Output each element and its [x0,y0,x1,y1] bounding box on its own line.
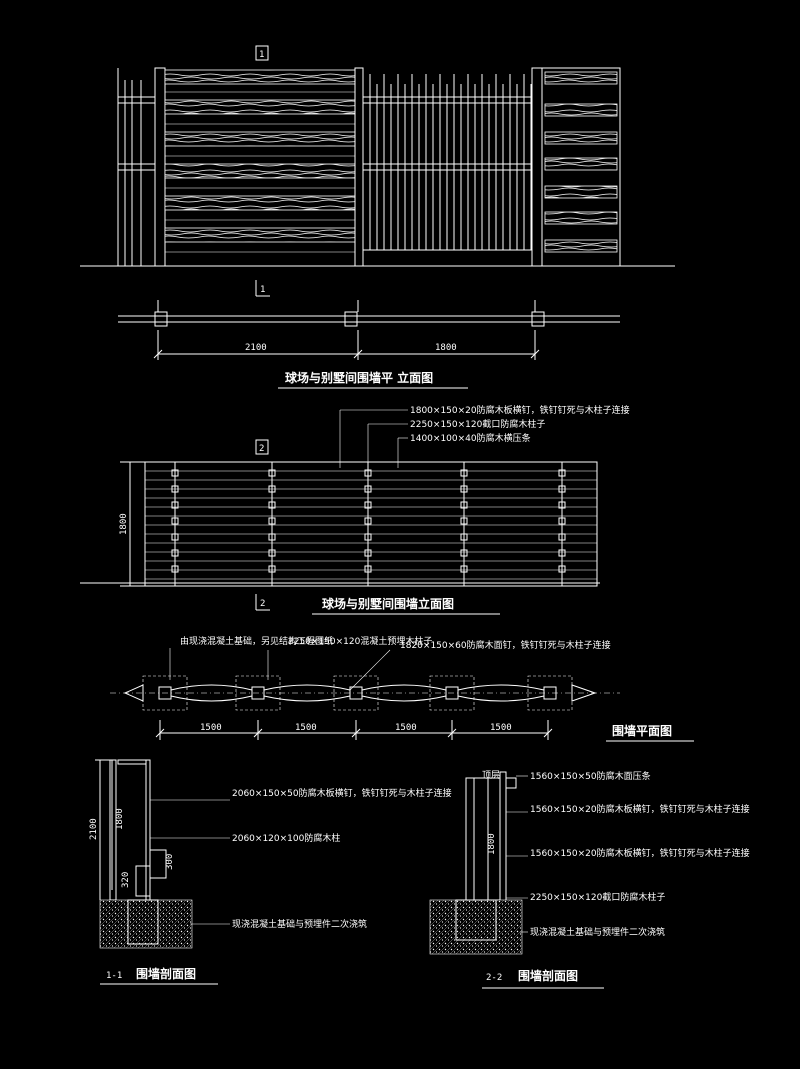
section-2-dim-1800: 1800 [487,833,497,855]
plan-posts [123,675,597,711]
section-1-1: 2100 1800 320 300 2060×150×50防腐木板横钉，铁钉钉死… [89,759,452,985]
plan-post [349,686,363,700]
plan-post-footing [429,675,475,711]
section-1-dim-300: 300 [165,854,175,870]
fence-post [531,67,543,267]
elevation-1-title: 球场与别墅间围墙平 立面图 [285,370,433,385]
section-1-dim-2100: 2100 [89,818,99,840]
section-marker-top-label: 1 [259,50,264,60]
plan-post-footing [333,675,379,711]
plan-dim-1: 1500 [200,723,222,733]
plan-post-footing [142,675,188,711]
picket-fence-middle [363,74,532,251]
section-2-note-2: 1560×150×20防腐木板横钉，铁钉钉死与木柱子连接 [530,803,750,815]
section-2-note-base: 现浇混凝土基础与预埋件二次浇筑 [530,926,665,938]
plan-title: 围墙平面图 [612,723,672,738]
elevation-2-title: 球场与别墅间围墙立面图 [322,596,454,611]
fence-plan: 由现浇混凝土基础，另见结构工程图纸 2250×150×120混凝土预埋木柱子 1… [110,635,694,742]
dim-1800: 1800 [435,343,457,353]
section-2-note-4: 2250×150×120截口防腐木柱子 [530,891,665,903]
plan-post [543,686,557,700]
section-2-title: 围墙剖面图 [518,968,578,983]
callout-board: 1800×150×20防腐木板横钉，铁钉钉死与木柱子连接 [410,404,630,416]
wood-panel-right [541,67,621,267]
plan-post [158,686,172,700]
section-2-note-3: 1560×150×20防腐木板横钉，铁钉钉死与木柱子连接 [530,847,750,859]
plan-note-foundation: 由现浇混凝土基础，另见结构工程图纸 [180,635,333,647]
plan-note-post: 2250×150×120混凝土预埋木柱子 [288,635,432,647]
elevation-2: 2 1800×150×20防腐木板横钉，铁钉钉死与木柱子连接 2250×150×… [80,404,630,615]
section-1-dim-320: 320 [121,872,131,888]
elevation-plan-strip [118,300,620,327]
section-1-title: 围墙剖面图 [136,966,196,981]
section-1-note-post: 2060×120×100防腐木柱 [232,832,340,844]
elevation-1-dims: 2100 1800 [153,330,540,360]
section-2-post [465,777,475,901]
section-1-foundation [99,899,193,949]
callout-batten: 1400×100×40防腐木横压条 [410,432,531,444]
plan-post [445,686,459,700]
section-2-tag: 2-2 [486,973,502,983]
section-2-2: 顶层 1800 1560×150×50防腐木面压条 1560×150×20防腐木… [429,770,750,989]
section-1-note-base: 现浇混凝土基础与预埋件二次浇筑 [232,918,367,930]
dim-2100: 2100 [245,343,267,353]
plan-dim-2: 1500 [295,723,317,733]
fence-post [354,67,364,267]
section-marker-2-top-label: 2 [259,444,264,454]
section-2-note-1: 1560×150×50防腐木面压条 [530,770,651,782]
section-marker-2-bottom-label: 2 [260,599,265,609]
section-1-note-board: 2060×150×50防腐木板横钉，铁钉钉死与木柱子连接 [232,787,452,799]
plan-dim-4: 1500 [490,723,512,733]
plan-dim-3: 1500 [395,723,417,733]
section-marker-top [255,439,269,455]
section-1-dim-1800: 1800 [115,808,125,830]
plan-note-board: 1820×150×60防腐木面钉，铁钉钉死与木柱子连接 [400,639,611,651]
left-stub-fence [117,68,155,266]
callout-post: 2250×150×120截口防腐木柱子 [410,418,545,430]
section-1-tag: 1-1 [106,971,122,981]
wood-panel-left [164,69,356,253]
plan-post [251,686,265,700]
section-marker-top [255,45,269,61]
section-marker-bottom-label: 1 [260,285,265,295]
elevation-1: 1 [80,45,675,389]
fence-post [154,67,166,267]
board-fence [144,461,598,587]
plan-post-footing [235,675,281,711]
section-2-top-tag: 顶层 [482,770,500,781]
section-2-foundation [429,899,523,955]
height-dim-1800: 1800 [119,513,129,535]
